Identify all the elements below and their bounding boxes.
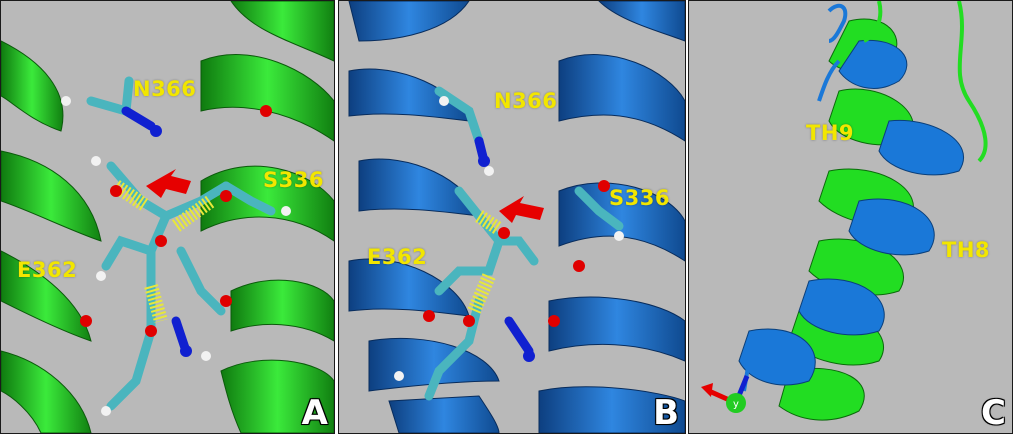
ligand-sticks	[86, 76, 276, 411]
helix-ribbon-left	[348, 1, 500, 433]
residue-label: S336	[263, 168, 324, 192]
helix-ribbon-left	[1, 40, 102, 433]
residue-label: N366	[133, 77, 197, 101]
panel-a: N366 S336 E362 A	[0, 0, 335, 434]
panel-c: y TH9 TH8 C	[688, 0, 1013, 434]
panel-letter: A	[301, 393, 328, 433]
panel-c-structure: y	[701, 1, 988, 421]
helix-ribbon-right	[200, 1, 334, 433]
helix-blue	[738, 39, 965, 386]
atoms	[61, 96, 291, 416]
atoms	[394, 96, 624, 381]
hydrogen-bonds	[112, 180, 216, 323]
panel-letter: B	[653, 393, 679, 433]
panel-letter: C	[981, 393, 1006, 433]
residue-label: E362	[17, 258, 78, 282]
ligand-sticks	[424, 86, 624, 401]
panel-b-structure	[348, 1, 685, 433]
residue-label: S336	[609, 186, 670, 210]
residue-label: E362	[367, 245, 428, 269]
panel-b: N366 S336 E362 B	[338, 0, 686, 434]
residue-label: N366	[494, 89, 558, 113]
helix-label: TH9	[806, 121, 855, 145]
axis-triad: y	[701, 375, 750, 413]
axis-label: y	[733, 399, 739, 410]
panel-a-structure	[1, 1, 334, 433]
helix-label: TH8	[942, 238, 991, 262]
arrow-icon	[499, 196, 544, 223]
arrow-icon	[146, 169, 191, 198]
